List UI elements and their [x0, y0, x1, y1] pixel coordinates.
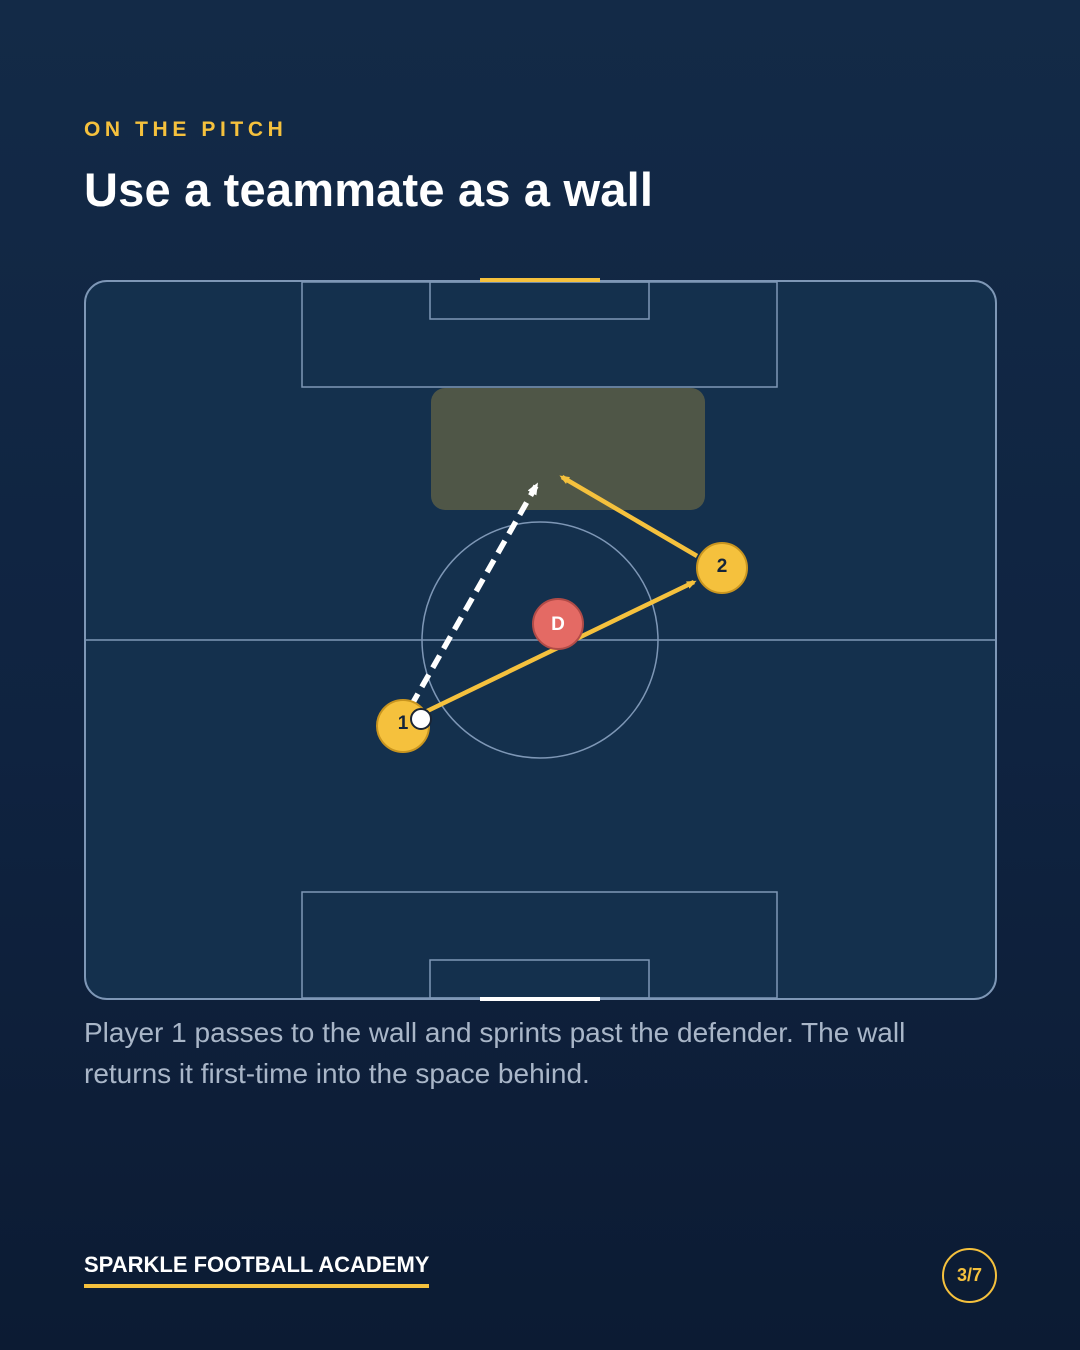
- page-indicator: 3/7: [942, 1248, 997, 1303]
- bottom-goal: [480, 997, 600, 1001]
- section-eyebrow: ON THE PITCH: [84, 118, 288, 141]
- player-run-arrow: [408, 482, 539, 708]
- brand-name: SPARKLE FOOTBALL ACADEMY: [84, 1252, 430, 1288]
- player-2-label: 2: [717, 556, 728, 577]
- defender-marker: D: [532, 598, 584, 650]
- player-2-marker: 2: [696, 542, 748, 594]
- ball-icon: [410, 708, 432, 730]
- diagram-caption: Player 1 passes to the wall and sprints …: [84, 1017, 906, 1089]
- top-goal: [480, 278, 600, 282]
- target-space-zone: [431, 388, 705, 510]
- defender-label: D: [551, 614, 565, 635]
- page-title: Use a teammate as a wall: [84, 163, 654, 216]
- tactics-diagram: D 2 1: [84, 278, 997, 1001]
- return-pass-arrow: [559, 475, 699, 558]
- center-circle: [421, 521, 659, 759]
- player-1-label: 1: [398, 713, 409, 734]
